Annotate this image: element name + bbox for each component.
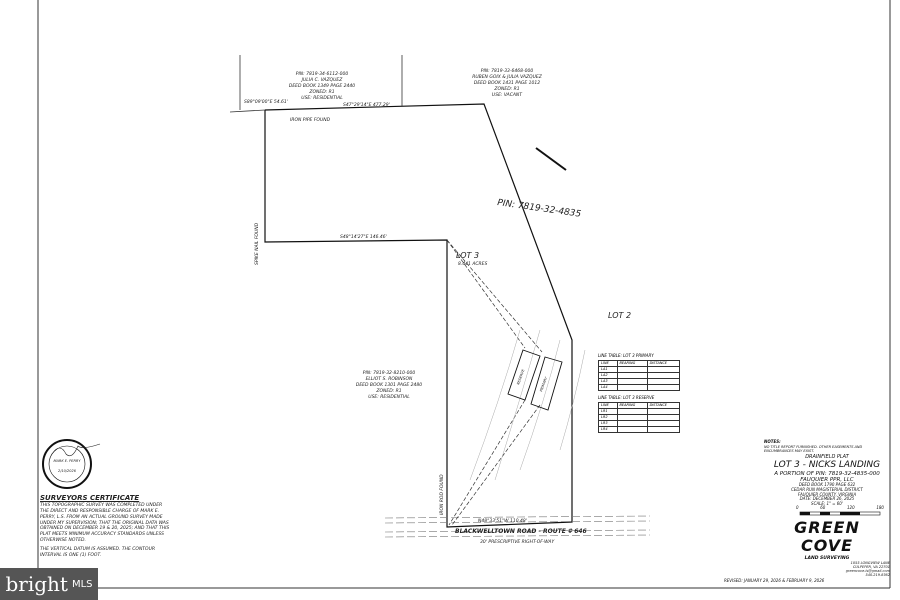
svg-text:USE: VACANT: USE: VACANT — [492, 92, 523, 98]
notes-title: NOTES: — [764, 439, 781, 444]
svg-text:MARK E. PERRY: MARK E. PERRY — [53, 459, 81, 463]
reserve-label: RESERVE — [516, 368, 526, 385]
lot3-boundary — [264, 103, 573, 528]
corner-call: S89°09'00"E 54.61' — [244, 99, 288, 105]
svg-text:ZONED: R1: ZONED: R1 — [493, 86, 519, 92]
svg-text:PIN: 7819-34-6112-000: PIN: 7819-34-6112-000 — [296, 71, 349, 77]
neighbor-parcel-1: PIN: 7819-34-6112-000 JULIA C. VAZQUEZ D… — [289, 71, 355, 101]
watermark-brand: bright — [5, 572, 68, 596]
surveyors-certificate: SURVEYORS CERTIFICATE THIS TOPOGRAPHIC S… — [40, 494, 170, 559]
certificate-datum: THE VERTICAL DATUM IS ASSUMED. THE CONTO… — [40, 547, 156, 558]
svg-text:DEED BOOK 1431 PAGE 1012: DEED BOOK 1431 PAGE 1012 — [474, 80, 540, 86]
address-2: CULPEPER, VA 22701 — [852, 564, 890, 569]
date: DATE: DECEMBER 26, 2025 — [799, 496, 855, 502]
county: FAUQUIER COUNTY, VIRGINIA — [797, 491, 857, 497]
svg-text:ZONED: R1: ZONED: R1 — [375, 388, 401, 394]
pin-main: PIN: 7819-32-4835 — [497, 198, 582, 220]
scale-bar — [799, 511, 881, 516]
easement-lines — [446, 239, 543, 526]
road — [384, 515, 651, 538]
company-logo-line2: COVE — [800, 536, 854, 556]
svg-text:ELLIOT S. ROBINSON: ELLIOT S. ROBINSON — [366, 376, 413, 382]
plat-subtitle: A PORTION OF PIN: 7819-32-4835-000 — [774, 470, 880, 477]
primary-table-title: LINE TABLE: LOT 3 PRIMARY — [598, 353, 654, 358]
svg-text:DEED BOOK 1349 PAGE 2440: DEED BOOK 1349 PAGE 2440 — [289, 83, 355, 89]
svg-text:JULIA C. VAZQUEZ: JULIA C. VAZQUEZ — [301, 77, 344, 83]
certificate-text: THIS TOPOGRAPHIC SURVEY WAS COMPLETED UN… — [40, 503, 170, 544]
lot2-label: LOT 2 — [608, 311, 631, 320]
owner: FAUQUIER PPR, LLC — [800, 477, 854, 484]
neighbor-line — [229, 109, 266, 113]
surveyor-seal: MARK E. PERRY 2/10/2026 — [42, 439, 101, 489]
plat-type: DRAINFIELD PLAT — [805, 453, 849, 460]
neighbor-parcel-2: PIN: 7819-33-6468-000 RUBEN GOIX & JULIA… — [472, 68, 543, 98]
road-sub: 30' PRESCRIPTIVE RIGHT-OF-WAY — [480, 539, 555, 545]
svg-text:USE: RESIDENTIAL: USE: RESIDENTIAL — [301, 95, 343, 101]
lot3-acres: 8.441 ACRES — [458, 261, 488, 267]
iron-rod-label: IRON ROD FOUND — [439, 474, 445, 515]
bearing-mid: S48°14'27"E 146.46' — [340, 234, 387, 240]
bearing-top: S47°29'14"E 477.29' — [343, 102, 390, 108]
plat-title: LOT 3 - NICKS LANDING — [773, 460, 881, 471]
svg-text:DEED BOOK 1301 PAGE 2480: DEED BOOK 1301 PAGE 2480 — [356, 382, 422, 388]
svg-text:2/10/2026: 2/10/2026 — [58, 469, 77, 473]
company-logo-line1: GREEN — [794, 517, 860, 537]
title-block: NOTES: NO TITLE REPORT FURNISHED. OTHER … — [724, 439, 891, 584]
neighbor-parcel-3: PIN: 7819-32-8210-000 ELLIOT S. ROBINSON… — [356, 370, 422, 400]
reserve-area — [507, 349, 541, 401]
primary-label: PRIMARY — [539, 376, 548, 393]
primary-area — [530, 356, 563, 411]
svg-text:PIN: 7819-33-6468-000: PIN: 7819-33-6468-000 — [481, 68, 534, 74]
email: greencove.ls@gmail.com — [845, 568, 890, 573]
svg-text:PIN: 7819-32-8210-000: PIN: 7819-32-8210-000 — [363, 370, 416, 376]
svg-text:RUBEN GOIX & JULIA VAZQUEZ: RUBEN GOIX & JULIA VAZQUEZ — [472, 74, 543, 80]
spike-nail-label: SPIKE NAIL FOUND — [254, 222, 260, 265]
iron-pipe-label: IRON PIPE FOUND — [290, 117, 331, 123]
watermark-suffix: MLS — [71, 578, 93, 590]
contours — [469, 329, 586, 481]
revised: REVISED: JANUARY 29, 2026 & FEBRUARY 9, … — [724, 577, 825, 583]
deed: DEED BOOK 1790 PAGE 632 — [798, 482, 856, 488]
address-1: 1055 LONGVIEW LANE — [850, 560, 890, 565]
bearing-bottom: N48°33'51"W 110.48' — [478, 518, 527, 524]
lot3-label: LOT 3 — [456, 251, 479, 260]
district: CEDAR RUN MAGISTERIAL DISTRICT — [791, 486, 863, 492]
phone: 540.219.8362 — [865, 572, 891, 577]
svg-text:ZONED: R1: ZONED: R1 — [308, 89, 334, 95]
scale: SCALE: 1" = 60' — [811, 500, 843, 506]
north-marker — [535, 147, 567, 171]
notes-text: NO TITLE REPORT FURNISHED. OTHER EASEMEN… — [764, 444, 863, 453]
reserve-table-title: LINE TABLE: LOT 3 RESERVE — [598, 395, 655, 400]
road-name: BLACKWELLTOWN ROAD - ROUTE # 646 — [455, 528, 587, 535]
svg-text:USE: RESIDENTIAL: USE: RESIDENTIAL — [368, 394, 410, 400]
certificate-title: SURVEYORS CERTIFICATE — [40, 494, 140, 502]
company-subtitle: LAND SURVEYING — [804, 555, 850, 561]
